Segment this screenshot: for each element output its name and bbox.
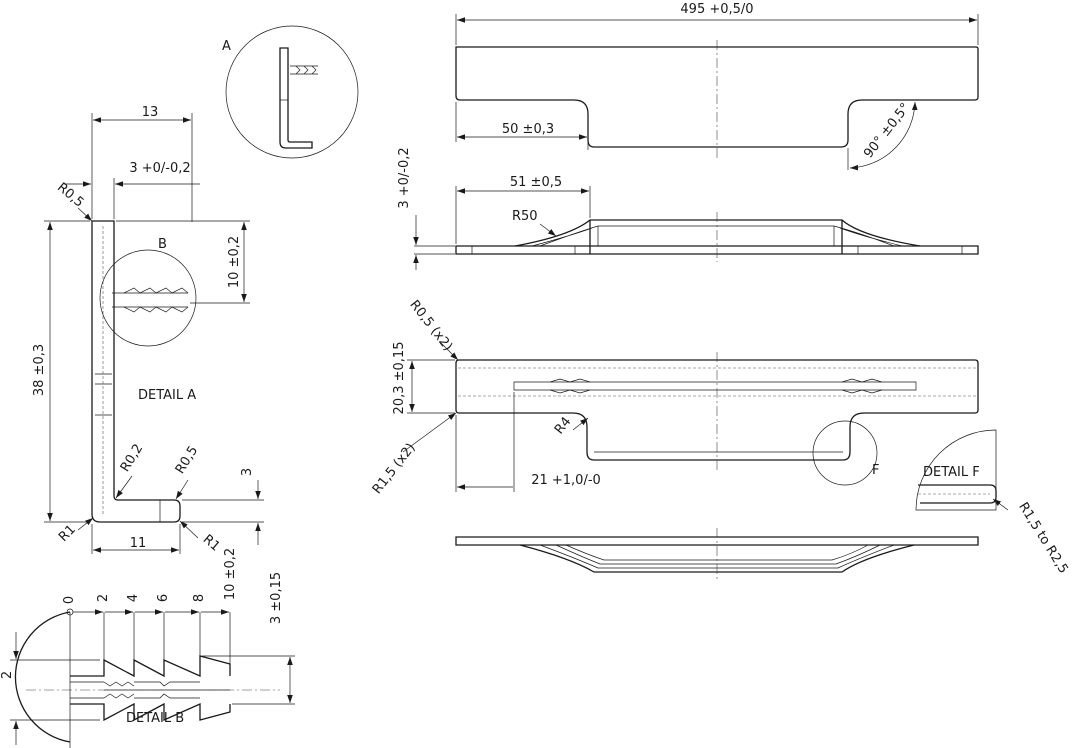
side-view: 51 ±0,5 R50 3 +0/-0,2: [397, 147, 979, 270]
detail-f-label: DETAIL F: [923, 465, 980, 480]
dim-3-tol-label: 3 +0/-0,2: [397, 147, 412, 208]
bottom-view: 20,3 ±0,15 R0,5 (x2) R1,5 (x2) R4 21 +1,…: [370, 298, 979, 497]
callout-f: F: [872, 463, 879, 478]
end-view: [455, 528, 979, 582]
r1-right-label: R1: [200, 532, 223, 555]
detail-a-label: DETAIL A: [138, 388, 196, 403]
tick-2: 2: [96, 594, 111, 602]
tick-8: 8: [192, 594, 207, 602]
dim-38-label: 38 ±0,3: [32, 344, 47, 396]
r02-label: R0,2: [118, 442, 146, 475]
dim-50-label: 50 ±0,3: [502, 122, 554, 137]
dim-203-label: 20,3 ±0,15: [392, 342, 407, 415]
tick-4: 4: [126, 594, 141, 602]
r50-label: R50: [512, 209, 538, 224]
dim-51-label: 51 ±0,5: [510, 175, 562, 190]
r15-x2-label: R1,5 (x2): [370, 441, 419, 497]
dim-495-label: 495 +0,5/0: [680, 2, 753, 17]
detail-a-view: A 13 3 +0/-0,2 R0,5 10 ±0,2 B: [32, 25, 359, 555]
dim-3-015-label: 3 ±0,15: [269, 572, 284, 624]
detail-f: DETAIL F R1,5 to R2,5: [915, 429, 1071, 576]
dim-21-label: 21 +1,0/-0: [531, 473, 601, 488]
dim-10-label: 10 ±0,2: [227, 236, 242, 288]
tick-10: 10 ±0,2: [223, 548, 238, 600]
r05-x2-label: R0,5 (x2): [406, 298, 455, 354]
callout-b: B: [158, 237, 167, 252]
r05-b-label: R0,5: [173, 444, 201, 477]
r1-left-label: R1: [56, 522, 79, 545]
detail-b-label: DETAIL B: [126, 711, 184, 726]
detail-b-view: 0 2 4 6 8 10 ±0,2 3 ±0,15 2 DETAIL B: [0, 548, 295, 748]
tick-0: 0: [62, 596, 77, 604]
dim-11-label: 11: [130, 536, 147, 551]
r05-label: R0,5: [54, 180, 86, 211]
dim-90deg-label: 90° ±0,5°: [861, 101, 913, 162]
r4-label: R4: [552, 414, 574, 437]
dim-2-label: 2: [0, 671, 15, 679]
dim-3-label: 3: [240, 468, 255, 476]
tick-6: 6: [156, 594, 171, 602]
top-view: 495 +0,5/0 50 ±0,3 90° ±0,5°: [455, 2, 979, 171]
dim-3-a-label: 3 +0/-0,2: [129, 161, 190, 176]
dim-13-label: 13: [142, 105, 159, 120]
callout-a: A: [222, 39, 231, 54]
r15-to-r25-label: R1,5 to R2,5: [1015, 500, 1071, 576]
